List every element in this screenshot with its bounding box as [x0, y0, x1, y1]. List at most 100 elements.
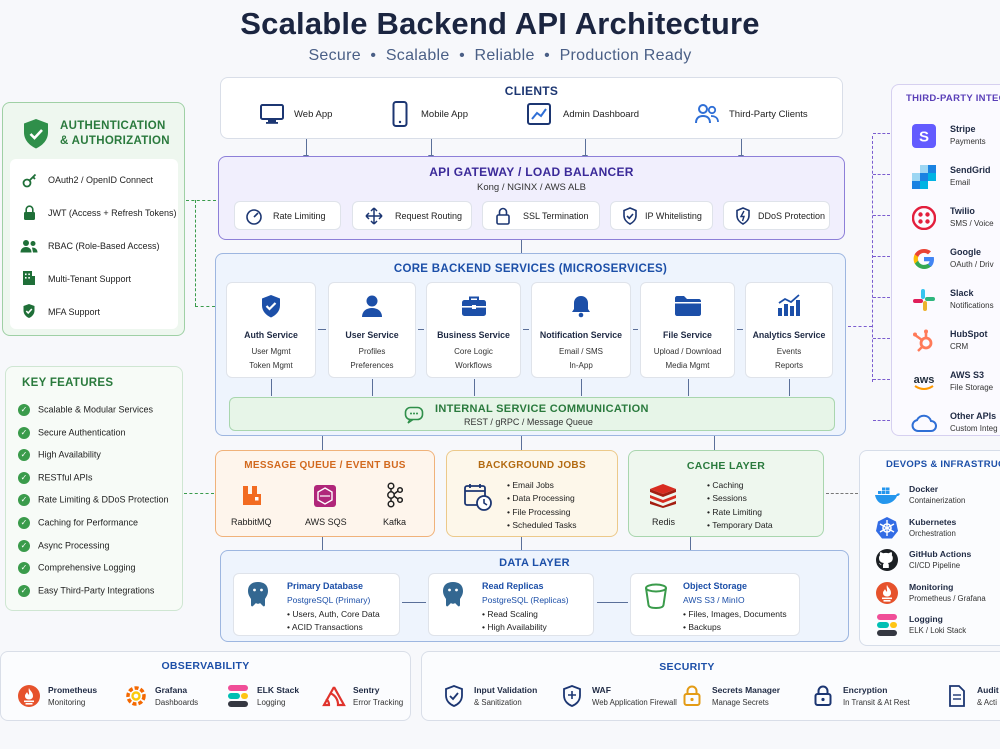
bullet-label: Scheduled Tasks [512, 519, 577, 530]
document-icon [945, 684, 969, 708]
gateway-item-label: Rate Limiting [273, 211, 326, 221]
mq-sqs-label: AWS SQS [305, 517, 347, 527]
service-to-comm-arrow [789, 379, 790, 396]
integration-google: Google OAuth / Driv [910, 244, 1000, 276]
google-icon [910, 246, 938, 272]
integration-name: Other APIs [950, 411, 997, 421]
svg-text:S: S [919, 129, 929, 146]
service-name: File Service [663, 330, 712, 340]
prometheus-icon [874, 581, 900, 605]
security-desc: Manage Secrets [712, 698, 769, 707]
service-link-arrow [523, 329, 529, 330]
chat-icon [404, 406, 424, 424]
gateway-rate-limiting: Rate Limiting [234, 201, 341, 230]
store-bullet-text: High Availability [487, 622, 547, 632]
shield-check-icon [621, 207, 639, 225]
bullet-item: • Rate Limiting [707, 506, 762, 517]
postgres-icon [244, 580, 272, 608]
grafana-icon [123, 684, 149, 708]
bullet-item: • Scheduled Tasks [507, 519, 577, 530]
key-feature-label: Rate Limiting & DDoS Protection [38, 494, 169, 505]
gauge-icon [245, 207, 263, 225]
mq-kafka-label: Kafka [383, 517, 407, 527]
service-name: User Service [345, 330, 399, 340]
service-line1: Profiles [358, 347, 386, 356]
security-name: Audit [977, 685, 999, 695]
key-feature-label: Easy Third-Party Integrations [38, 585, 155, 596]
cloud-icon [910, 410, 938, 436]
users-icon [20, 238, 38, 254]
integration-name: Twilio [950, 206, 975, 216]
arrow-primary-replica [402, 602, 426, 603]
integration-twilio: Twilio SMS / Voice [910, 203, 1000, 235]
arrow-core-jobs [521, 436, 522, 450]
security-desc: & Sanitization [474, 698, 522, 707]
key-feature-label: Async Processing [38, 539, 110, 550]
core-services-panel: CORE BACKEND SERVICES (MICROSERVICES) Au… [215, 253, 846, 436]
check-icon: ✓ [18, 449, 30, 462]
key-features-panel: KEY FEATURES ✓Scalable & Modular Service… [5, 366, 183, 611]
service-line2: In-App [569, 361, 593, 370]
observability-panel: OBSERVABILITY Prometheus Monitoring Graf… [0, 651, 411, 721]
service-link-arrow [418, 329, 424, 330]
integration-desc: File Storage [950, 383, 994, 392]
service-to-comm-arrow [687, 379, 689, 396]
service-to-comm-arrow [473, 379, 475, 396]
page-subtitle: Secure • Scalable • Reliable • Productio… [308, 47, 692, 64]
observability-name: ELK Stack [257, 685, 300, 695]
store-bullet-text: Read Scaling [487, 609, 538, 619]
gateway-request-routing: Request Routing [352, 201, 472, 230]
integration-connector [873, 133, 890, 134]
key-feature-item: ✓Easy Third-Party Integrations [18, 584, 155, 597]
auth-header-line2: & AUTHORIZATION [60, 135, 170, 147]
bullet-label: File Processing [512, 506, 571, 517]
store-bullet: • ACID Transactions [287, 622, 363, 632]
key-feature-label: Secure Authentication [38, 426, 126, 437]
integration-name: SendGrid [950, 165, 991, 175]
security-name: Encryption [843, 685, 888, 695]
security-header: SECURITY [659, 661, 715, 673]
service-line1: Email / SMS [558, 347, 603, 356]
connector-features-mq [184, 493, 214, 494]
integration-aws-s3: aws AWS S3 File Storage [910, 367, 1000, 399]
arrow-core-mq [322, 436, 323, 450]
store-bullet: • Read Scaling [482, 609, 538, 619]
service-card-3: Business Service Core Logic Workflows [426, 282, 521, 378]
check-icon: ✓ [18, 562, 30, 575]
monitor-icon [259, 103, 285, 125]
key-feature-item: ✓Async Processing [18, 539, 110, 552]
folder-icon [641, 293, 734, 319]
auth-item-label: OAuth2 / OpenID Connect [48, 175, 154, 185]
service-line2: Token Mgmt [249, 361, 293, 370]
key-icon [21, 172, 37, 188]
user-icon [329, 293, 415, 319]
security-panel: SECURITY Input Validation & Sanitization… [421, 651, 1000, 721]
devops-monitoring: Monitoring Prometheus / Grafana [874, 579, 1000, 609]
integration-connector [873, 174, 890, 175]
key-feature-label: Caching for Performance [38, 517, 139, 528]
integration-desc: CRM [950, 342, 969, 351]
bullet-item: • Data Processing [507, 493, 575, 504]
integration-desc: Payments [950, 137, 986, 146]
check-icon: ✓ [18, 517, 30, 529]
arrow-mq-data [322, 537, 323, 551]
svg-text:aws: aws [914, 374, 935, 386]
integration-name: Google [950, 247, 981, 257]
key-feature-item: ✓ Caching for Performance [18, 517, 138, 529]
kafka-icon [384, 481, 404, 509]
integration-sendgrid: SendGrid Email [910, 162, 1000, 194]
gateway-subtitle: Kong / NGINX / AWS ALB [477, 182, 586, 193]
arrow-third-to-gateway [738, 139, 744, 160]
security-waf: WAF Web Application Firewall [560, 682, 690, 712]
devops-name: Kubernetes [909, 516, 957, 527]
auth-item-label: Multi-Tenant Support [48, 274, 132, 284]
internal-comm-header: INTERNAL SERVICE COMMUNICATION [435, 403, 649, 415]
observability-name: Sentry [353, 685, 380, 695]
shield-check-icon [442, 684, 466, 708]
arrow-replica-storage [597, 602, 628, 603]
twilio-icon [910, 205, 938, 231]
devops-name: Logging [909, 614, 943, 624]
third-party-header: THIRD-PARTY INTEG [906, 93, 1000, 104]
primary-database-card: Primary Database PostgreSQL (Primary) • … [233, 573, 400, 636]
message-queue-panel: MESSAGE QUEUE / EVENT BUS RabbitMQ AWS S… [215, 450, 435, 537]
